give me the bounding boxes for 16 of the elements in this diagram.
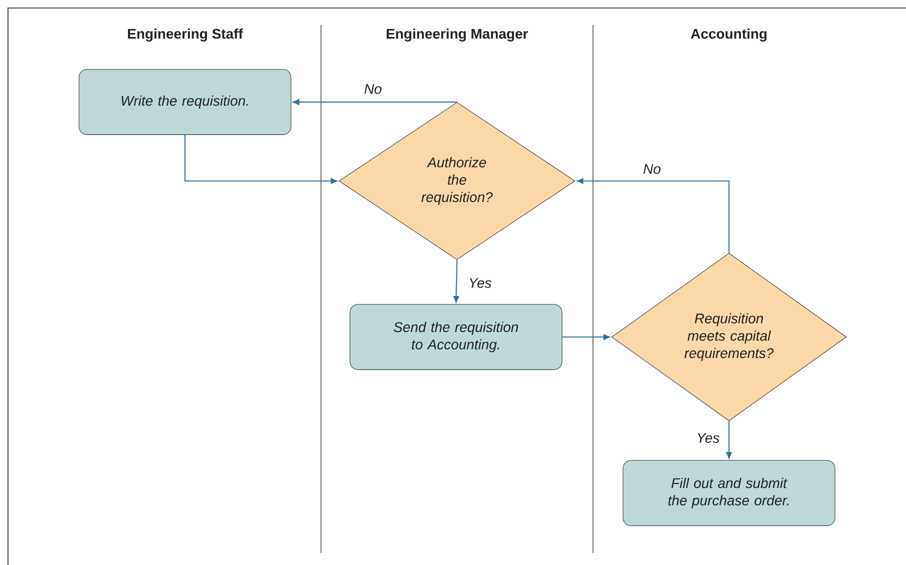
edge-label: Yes [695, 432, 722, 444]
arrow [453, 260, 460, 303]
arrow [292, 99, 457, 105]
edge-label: Yes [467, 276, 494, 290]
lane-heading: Engineering Manager [386, 28, 528, 42]
arrow [562, 334, 610, 340]
edge-label: No [642, 162, 662, 176]
arrow [726, 421, 732, 459]
process-box: Write the requisition. [78, 69, 292, 135]
process-box: Send the requisition to Accounting. [350, 304, 562, 370]
lane-heading: Engineering Staff [128, 28, 243, 42]
process-box: Fill out and submit the purchase order. [622, 460, 836, 526]
lane-heading: Accounting [690, 28, 767, 42]
edge-label: No [362, 82, 384, 96]
arrow [184, 134, 338, 184]
arrow [576, 178, 730, 253]
